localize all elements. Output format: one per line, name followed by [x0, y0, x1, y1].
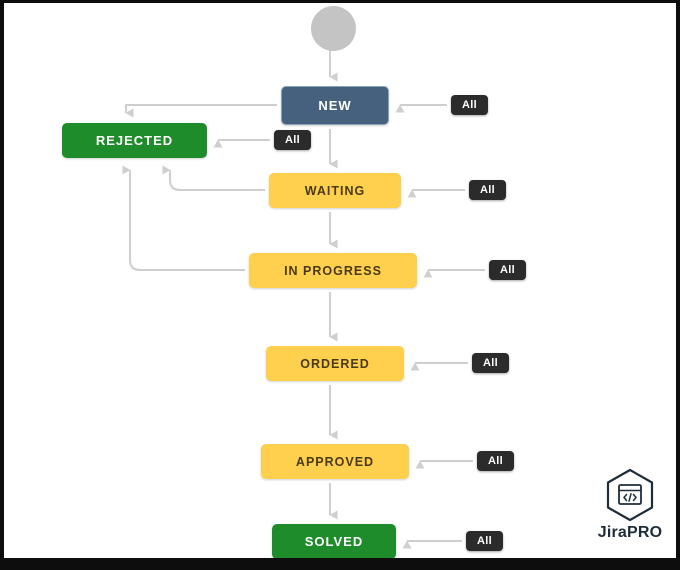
- transition-badge-waiting[interactable]: All: [469, 180, 506, 200]
- transition-badge-approved[interactable]: All: [477, 451, 514, 471]
- transition-badge-rejected[interactable]: All: [274, 130, 311, 150]
- workflow-node-solved[interactable]: SOLVED: [272, 524, 396, 558]
- workflow-node-approved[interactable]: APPROVED: [261, 444, 409, 479]
- transition-badge-solved[interactable]: All: [466, 531, 503, 551]
- transition-badge-in-progress[interactable]: All: [489, 260, 526, 280]
- workflow-edges: [122, 50, 485, 549]
- logo-wordmark: JiraPRO: [597, 524, 663, 541]
- workflow-node-in-progress[interactable]: IN PROGRESS: [249, 253, 417, 288]
- diagram-canvas: NEW REJECTED WAITING IN PROGRESS ORDERED…: [4, 3, 676, 558]
- edge-waiting-to-rejected: [162, 165, 265, 192]
- transition-badge-ordered[interactable]: All: [472, 353, 509, 373]
- edge-new-to-rejected: [124, 103, 277, 118]
- transition-badge-new[interactable]: All: [451, 95, 488, 115]
- start-circle: [311, 6, 356, 51]
- jirapro-logo: JiraPRO: [589, 468, 671, 556]
- workflow-node-ordered[interactable]: ORDERED: [266, 346, 404, 381]
- workflow-node-waiting[interactable]: WAITING: [269, 173, 401, 208]
- edge-inprogress-to-rejected: [122, 165, 245, 272]
- workflow-node-new[interactable]: NEW: [281, 86, 389, 125]
- workflow-node-rejected[interactable]: REJECTED: [62, 123, 207, 158]
- hexagon-code-window-icon: [606, 468, 654, 522]
